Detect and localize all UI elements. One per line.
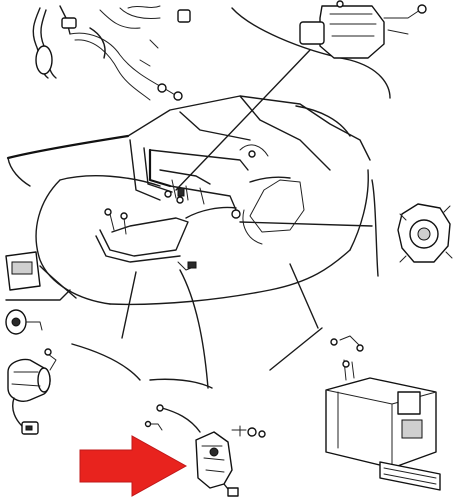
top-right-component-inset [231, 0, 427, 99]
left-solenoid-inset [7, 343, 141, 435]
bottom-right-box-inset [269, 327, 441, 491]
switch-cable-assembly [144, 378, 266, 497]
right-sensor-inset [371, 179, 453, 277]
left-components [5, 251, 71, 335]
red-callout-arrow [79, 435, 188, 497]
central-harness-assembly [95, 144, 269, 271]
wiring-harness-inset [32, 5, 191, 101]
vehicle-body-outline [6, 95, 371, 306]
leader-lines [39, 49, 373, 389]
